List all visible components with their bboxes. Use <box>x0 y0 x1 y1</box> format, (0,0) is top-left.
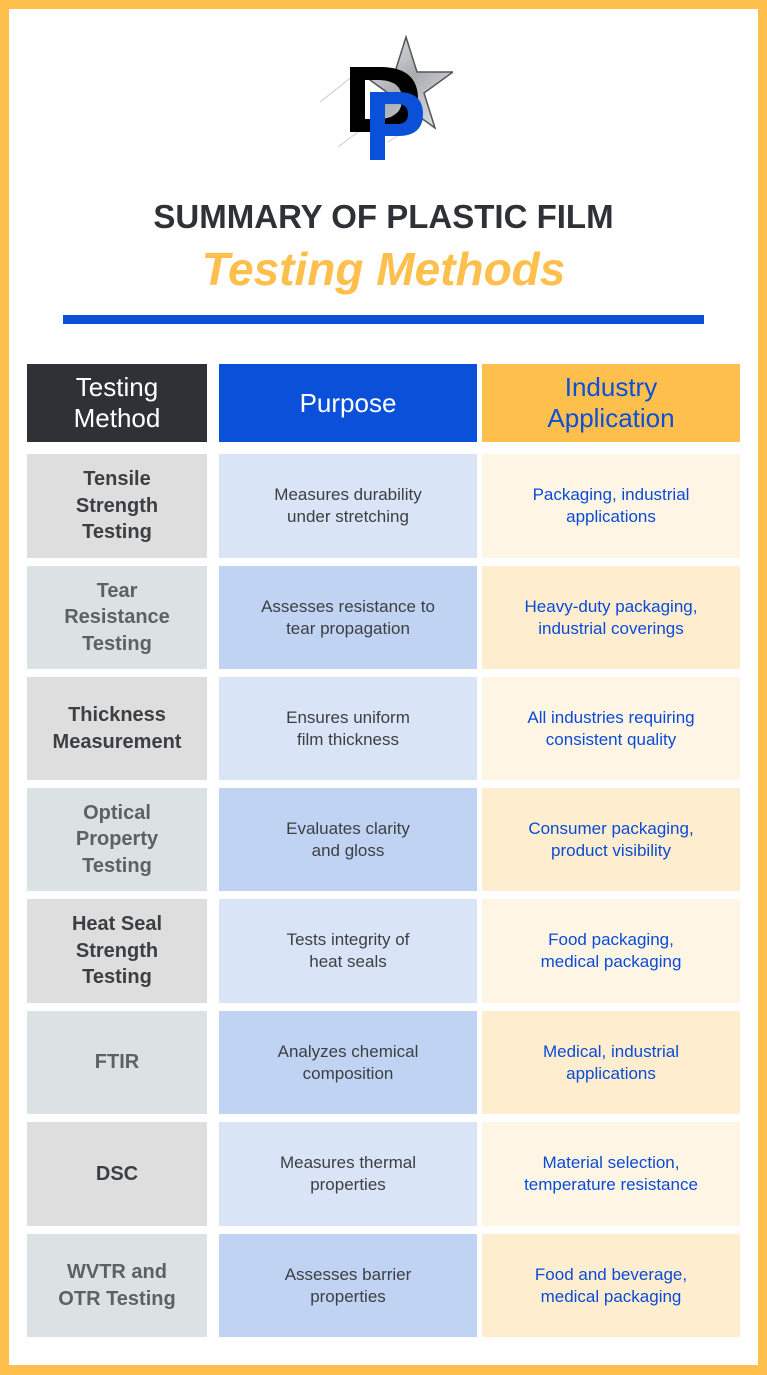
table-row-method: Optical Property Testing <box>27 788 207 891</box>
table-row-method: Heat Seal Strength Testing <box>27 899 207 1003</box>
column-header-application: Industry Application <box>482 364 740 442</box>
purpose-text: Measures thermal properties <box>279 1153 417 1194</box>
purpose-text: Measures durability under stretching <box>274 485 422 526</box>
table-row-application: Food packaging, medical packaging <box>482 899 740 1003</box>
application-text: All industries requiring consistent qual… <box>527 707 695 749</box>
table-row-application: Heavy-duty packaging, industrial coverin… <box>482 566 740 669</box>
table-row-method: DSC <box>27 1122 207 1226</box>
purpose-text: Evaluates clarity and gloss <box>286 818 410 860</box>
application-text: Heavy-duty packaging, industrial coverin… <box>524 596 698 638</box>
table-row-application: Food and beverage, medical packaging <box>482 1234 740 1337</box>
column-header-label: Testing Method <box>73 372 161 433</box>
table-row-method: FTIR <box>27 1011 207 1114</box>
table-row-method: Thickness Measurement <box>27 677 207 780</box>
column-header-label: Purpose <box>299 387 397 418</box>
purpose-text: Tests integrity of heat seals <box>286 930 410 971</box>
table-row-purpose: Ensures uniform film thickness <box>219 677 477 780</box>
method-label: Thickness Measurement <box>52 704 182 753</box>
purpose-text: Assesses resistance to tear propagation <box>261 596 435 638</box>
table-row-purpose: Measures durability under stretching <box>219 454 477 558</box>
table-row-purpose: Analyzes chemical composition <box>219 1011 477 1114</box>
application-text: Consumer packaging, product visibility <box>528 818 694 860</box>
method-label: Optical Property Testing <box>75 801 159 877</box>
table-row-method: WVTR and OTR Testing <box>27 1234 207 1337</box>
method-label: Tensile Strength Testing <box>75 468 159 544</box>
method-label: FTIR <box>94 1051 140 1074</box>
table-row-purpose: Measures thermal properties <box>219 1122 477 1226</box>
method-label: WVTR and OTR Testing <box>58 1261 176 1310</box>
purpose-text: Ensures uniform film thickness <box>286 707 410 749</box>
purpose-text: Assesses barrier properties <box>284 1264 412 1306</box>
page-title: SUMMARY OF PLASTIC FILM <box>153 198 614 235</box>
application-text: Food and beverage, medical packaging <box>534 1264 688 1306</box>
title-divider <box>63 315 704 324</box>
table-row-method: Tensile Strength Testing <box>27 454 207 558</box>
column-header-label: Industry Application <box>547 372 675 433</box>
method-label: Tear Resistance Testing <box>64 579 170 655</box>
table-row-application: All industries requiring consistent qual… <box>482 677 740 780</box>
application-text: Medical, industrial applications <box>542 1041 680 1083</box>
column-header-method: Testing Method <box>27 364 207 442</box>
table-row-application: Material selection, temperature resistan… <box>482 1122 740 1226</box>
table-row-purpose: Assesses barrier properties <box>219 1234 477 1337</box>
method-label: Heat Seal Strength Testing <box>71 913 163 989</box>
page-subtitle: Testing Methods <box>201 243 566 295</box>
table-row-application: Medical, industrial applications <box>482 1011 740 1114</box>
table-row-purpose: Tests integrity of heat seals <box>219 899 477 1003</box>
purpose-text: Analyzes chemical composition <box>277 1041 419 1083</box>
method-label: DSC <box>95 1162 139 1185</box>
table-row-method: Tear Resistance Testing <box>27 566 207 669</box>
table-row-purpose: Assesses resistance to tear propagation <box>219 566 477 669</box>
application-text: Material selection, temperature resistan… <box>524 1153 698 1194</box>
column-header-purpose: Purpose <box>219 364 477 442</box>
table-row-application: Consumer packaging, product visibility <box>482 788 740 891</box>
application-text: Packaging, industrial applications <box>532 485 690 526</box>
star-logo-icon <box>319 34 453 160</box>
table-row-application: Packaging, industrial applications <box>482 454 740 558</box>
table-row-purpose: Evaluates clarity and gloss <box>219 788 477 891</box>
application-text: Food packaging, medical packaging <box>540 930 682 971</box>
